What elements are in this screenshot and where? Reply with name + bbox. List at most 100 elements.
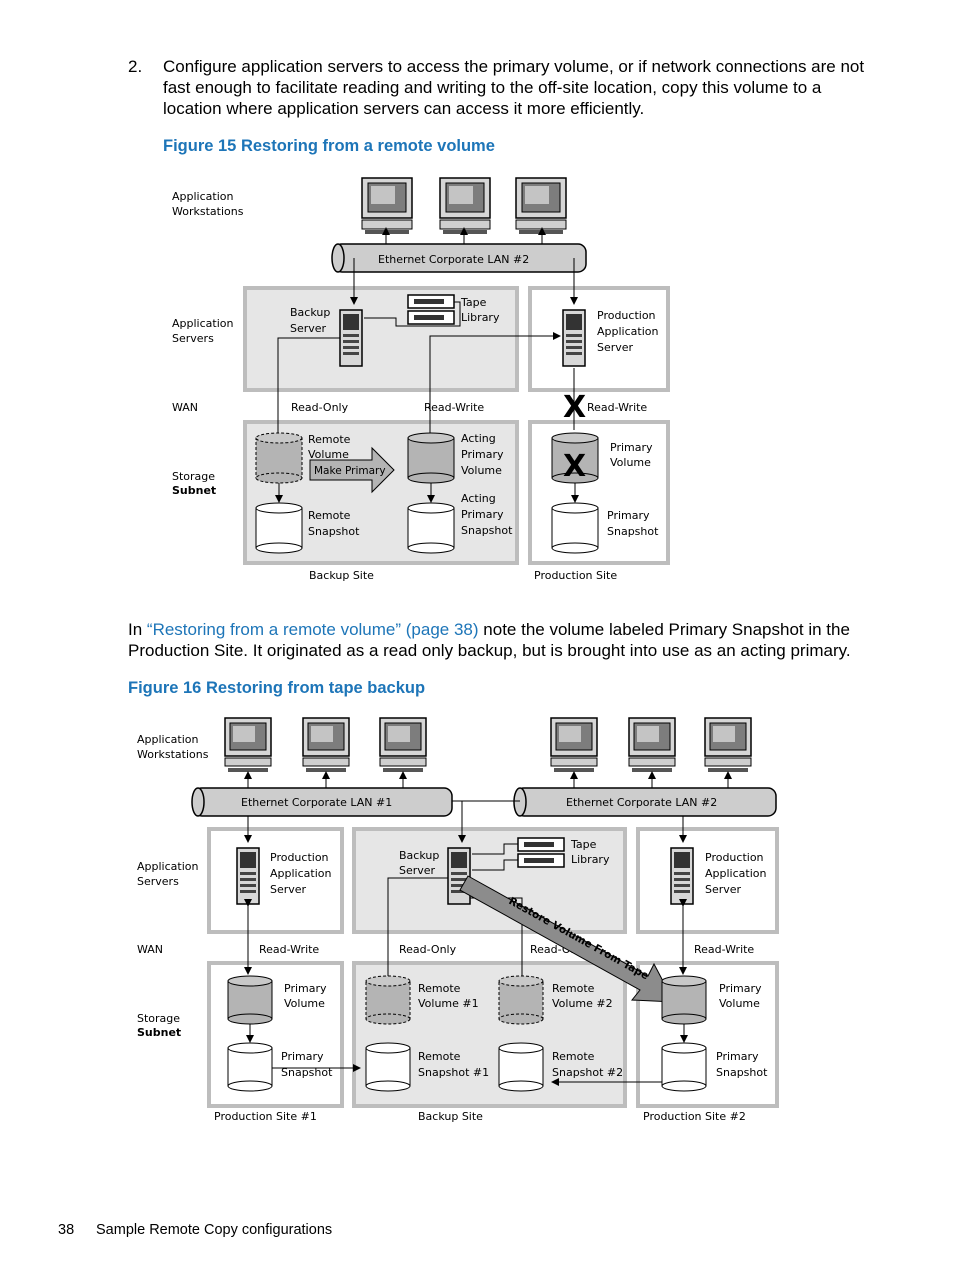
servers-label: Application xyxy=(172,317,233,330)
acting-primary-volume-label: Volume xyxy=(461,464,502,477)
workstation-icon xyxy=(628,717,676,773)
primary-snapshot-1-cylinder xyxy=(227,1042,273,1092)
remote-volume-2-label: Volume #2 xyxy=(552,997,613,1010)
acting-primary-volume-label: Primary xyxy=(461,448,504,461)
prod2-server-label: Production xyxy=(705,851,764,864)
primary-volume-1-cylinder xyxy=(227,975,273,1025)
servers-label: Servers xyxy=(137,875,179,888)
production-server-label: Server xyxy=(597,341,634,354)
acting-primary-snapshot-cylinder xyxy=(407,502,455,554)
tape-library-label: Library xyxy=(461,311,500,324)
backup-server-icon xyxy=(447,847,471,905)
backup-server-label: Server xyxy=(290,322,327,335)
workstation-icon xyxy=(302,717,350,773)
primary-snapshot-1-label: Primary xyxy=(281,1050,324,1063)
acting-primary-snapshot-label: Acting xyxy=(461,492,496,505)
figure-16-diagram: Ethernet Corporate LAN #1 Ethernet Corpo… xyxy=(128,708,804,1132)
step-line: fast enough to facilitate reading and wr… xyxy=(163,78,822,97)
step-line: location where application servers can a… xyxy=(163,99,645,118)
backup-site-label: Backup Site xyxy=(309,569,374,582)
broken-link-mark: X xyxy=(563,390,586,425)
primary-volume-label: Primary xyxy=(610,441,653,454)
remote-snapshot-1-label: Remote xyxy=(418,1050,461,1063)
step-text: Configure application servers to access … xyxy=(163,56,883,119)
para-prefix: In xyxy=(128,620,147,639)
production-server-2-icon xyxy=(670,847,694,905)
servers-label: Servers xyxy=(172,332,214,345)
backup-site-label: Backup Site xyxy=(418,1110,483,1123)
lan-label: Ethernet Corporate LAN #2 xyxy=(378,253,529,266)
remote-volume-cylinder xyxy=(255,432,303,484)
primary-snapshot-label: Snapshot xyxy=(607,525,659,538)
prod2-server-label: Application xyxy=(705,867,766,880)
read-only-label: Read-Only xyxy=(399,943,457,956)
primary-snapshot-2-label: Primary xyxy=(716,1050,759,1063)
page-number: 38 xyxy=(58,1222,75,1238)
acting-primary-volume-cylinder xyxy=(407,432,455,484)
backup-server-label: Backup xyxy=(399,849,439,862)
workstation-icon xyxy=(439,177,491,235)
remote-volume-2-label: Remote xyxy=(552,982,595,995)
para-line: Production Site. It originated as a read… xyxy=(128,641,851,660)
restore-volume-arrow xyxy=(459,875,675,1003)
storage-label: Storage xyxy=(137,1012,180,1025)
primary-volume-1-label: Primary xyxy=(284,982,327,995)
footer-section-title: Sample Remote Copy configurations xyxy=(96,1222,333,1238)
make-primary-arrow xyxy=(309,446,395,494)
backup-server-label: Server xyxy=(399,864,436,877)
acting-primary-volume-label: Acting xyxy=(461,432,496,445)
subnet-label: Subnet xyxy=(172,484,216,497)
workstation-icon xyxy=(515,177,567,235)
remote-volume-1-label: Remote xyxy=(418,982,461,995)
figure-15-link[interactable]: “Restoring from a remote volume” (page 3… xyxy=(146,620,479,639)
wan-label: WAN xyxy=(172,401,198,414)
subnet-label: Subnet xyxy=(137,1026,181,1039)
prod2-server-label: Server xyxy=(705,883,742,896)
figure-16-caption: Figure 16 Restoring from tape backup xyxy=(128,679,426,697)
remote-volume-label: Remote xyxy=(308,433,351,446)
workstations-label: Workstations xyxy=(137,748,209,761)
read-only-label: Read-Only xyxy=(291,401,349,414)
production-server-1-icon xyxy=(236,847,260,905)
prod1-server-label: Server xyxy=(270,883,307,896)
primary-snapshot-2-label: Snapshot xyxy=(716,1066,768,1079)
tape-library-icon xyxy=(517,837,565,868)
acting-primary-snapshot-label: Primary xyxy=(461,508,504,521)
lan2-label: Ethernet Corporate LAN #2 xyxy=(566,796,717,809)
step-line: Configure application servers to access … xyxy=(163,57,865,76)
site2-label: Production Site #2 xyxy=(643,1110,746,1123)
tape-library-label: Tape xyxy=(570,838,597,851)
workstations-label: Workstations xyxy=(172,205,244,218)
figure-15-caption: Figure 15 Restoring from a remote volume xyxy=(163,137,495,155)
tape-library-icon xyxy=(407,294,455,325)
read-write-label: Read-Write xyxy=(259,943,319,956)
make-primary-label: Make Primary xyxy=(314,465,386,477)
primary-volume-2-label: Primary xyxy=(719,982,762,995)
para-line: note the volume labeled Primary Snapshot… xyxy=(483,620,850,639)
production-server-label: Application xyxy=(597,325,658,338)
storage-label: Storage xyxy=(172,470,215,483)
workstation-icon xyxy=(704,717,752,773)
primary-volume-1-label: Volume xyxy=(284,997,325,1010)
workstations-label: Application xyxy=(172,190,233,203)
remote-snapshot-cylinder xyxy=(255,502,303,554)
remote-volume-1-label: Volume #1 xyxy=(418,997,479,1010)
servers-label: Application xyxy=(137,860,198,873)
workstation-icon xyxy=(379,717,427,773)
primary-volume-cylinder xyxy=(551,432,599,484)
remote-snapshot-label: Snapshot xyxy=(308,525,360,538)
primary-snapshot-label: Primary xyxy=(607,509,650,522)
production-server-label: Production xyxy=(597,309,656,322)
prod1-server-label: Application xyxy=(270,867,331,880)
primary-snapshot-cylinder xyxy=(551,502,599,554)
tape-library-label: Tape xyxy=(460,296,487,309)
workstation-icon xyxy=(550,717,598,773)
primary-snapshot-1-label: Snapshot xyxy=(281,1066,333,1079)
remote-volume-2-cylinder xyxy=(498,975,544,1025)
failed-volume-mark: X xyxy=(563,449,586,484)
remote-snapshot-label: Remote xyxy=(308,509,351,522)
figure-15-diagram: Ethernet Corporate LAN #2 Application Wo… xyxy=(164,168,704,588)
site1-label: Production Site #1 xyxy=(214,1110,317,1123)
lan1-label: Ethernet Corporate LAN #1 xyxy=(241,796,392,809)
remote-volume-label: Volume xyxy=(308,448,349,461)
